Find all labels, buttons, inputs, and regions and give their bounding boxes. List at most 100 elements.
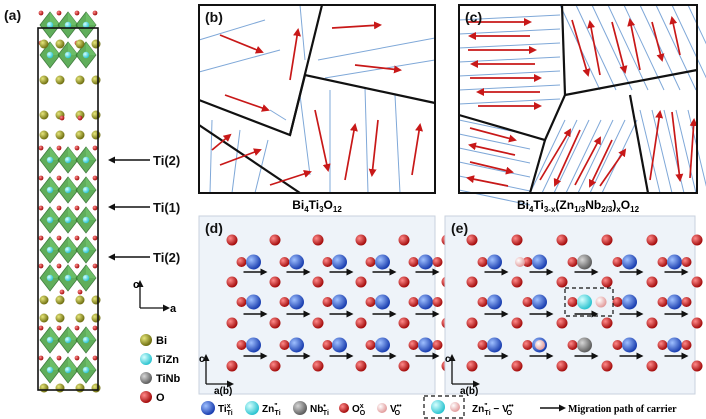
polarization-arrow: [599, 148, 627, 187]
bi-atom: [55, 383, 65, 393]
polarization-arrow: [669, 16, 681, 56]
bi-atom: [39, 313, 49, 323]
polarization-arrow: [651, 21, 665, 62]
o-site: [681, 257, 692, 267]
o-site: [601, 317, 613, 329]
o-site: [355, 317, 367, 329]
ti-atom: [64, 366, 72, 374]
octahedron-face: [50, 177, 60, 190]
axis-a-label: a: [170, 303, 177, 315]
oxygen-atom: [56, 263, 62, 269]
domain-wall: [687, 4, 706, 45]
panel-c-label: (c): [465, 9, 482, 25]
ti-atom: [82, 21, 90, 29]
domain-wall: [541, 119, 578, 194]
bi-atom: [75, 313, 85, 323]
oxygen-atom: [56, 355, 62, 361]
o-site: [236, 297, 247, 307]
octahedron-face: [86, 207, 96, 220]
octahedron-face: [50, 237, 60, 250]
o-site: [269, 234, 281, 246]
vacancy-site: [535, 340, 545, 350]
o-site: [691, 276, 703, 288]
polarization-arrow: [219, 148, 262, 166]
ti-label-1: Ti(2): [153, 153, 180, 168]
polarization-arrow: [627, 18, 641, 71]
ti-site: [577, 254, 592, 270]
ti-atom: [82, 366, 90, 374]
o-site: [477, 257, 488, 267]
ti-atom: [46, 51, 54, 59]
axis-c-label: c: [133, 279, 139, 291]
o-site: [466, 360, 478, 372]
oxygen-atom: [38, 145, 44, 151]
oxygen-atom: [74, 263, 80, 269]
bi-atom: [39, 130, 49, 140]
octahedron-face: [86, 237, 96, 250]
o-site: [355, 360, 367, 372]
ti-atom: [46, 21, 54, 29]
polarization-arrow: [411, 123, 424, 176]
ti-site: [532, 294, 547, 310]
o-site: [567, 257, 578, 267]
oxygen-atom: [92, 263, 98, 269]
o-site: [612, 297, 623, 307]
polarization-arrow: [331, 21, 382, 30]
o-site: [466, 276, 478, 288]
crystal-structure: [38, 10, 101, 393]
ti-site: [532, 254, 547, 270]
oxygen-atom: [92, 325, 98, 331]
panel-e-label: (e): [451, 220, 468, 236]
lattice-d: [226, 234, 453, 372]
o-site: [522, 340, 533, 350]
o-site: [432, 257, 443, 267]
legend-nb-ball: [293, 401, 307, 415]
legend-bi: Bi: [156, 335, 167, 347]
ti-atom: [82, 274, 90, 282]
octahedron-face: [68, 42, 78, 55]
ti-site: [375, 294, 390, 310]
polarization-arrow: [289, 28, 302, 81]
ti-site: [332, 337, 347, 353]
vacancy-site: [595, 296, 607, 308]
o-site: [269, 317, 281, 329]
o-site: [365, 340, 376, 350]
o-site: [511, 234, 523, 246]
bi-atom: [75, 295, 85, 305]
grain-boundary: [628, 94, 650, 194]
bi-atom: [55, 130, 65, 140]
oxygen-atom: [74, 325, 80, 331]
domain-wall: [671, 4, 706, 79]
oxygen-atom: [92, 205, 98, 211]
octahedron-face: [86, 357, 96, 370]
bi-atom: [75, 75, 85, 85]
octahedron-face: [50, 42, 60, 55]
legend-zn-ball: [245, 401, 259, 415]
o-site: [646, 276, 658, 288]
ti-site: [246, 294, 261, 310]
ti-site: [246, 337, 261, 353]
bi-atom: [55, 313, 65, 323]
panel-d: (d) c a(b): [198, 215, 453, 397]
octahedron-face: [86, 42, 96, 55]
o-site: [365, 297, 376, 307]
bi-atom: [91, 295, 101, 305]
domain-wall: [458, 98, 561, 105]
o-site: [477, 340, 488, 350]
o-site: [355, 234, 367, 246]
legend-tizn-ball: [140, 353, 152, 365]
o-site: [646, 360, 658, 372]
legend-migration: Migration path of carrier: [568, 404, 677, 415]
o-site: [312, 317, 324, 329]
o-site: [567, 340, 578, 350]
ti-site: [577, 337, 592, 353]
o-site: [226, 360, 238, 372]
oxygen-atom: [56, 10, 62, 16]
octahedron-face: [86, 265, 96, 278]
octahedron-face: [50, 265, 60, 278]
o-site: [226, 276, 238, 288]
polarization-arrow: [469, 127, 517, 143]
domain-wall: [655, 4, 697, 91]
o-site: [226, 317, 238, 329]
